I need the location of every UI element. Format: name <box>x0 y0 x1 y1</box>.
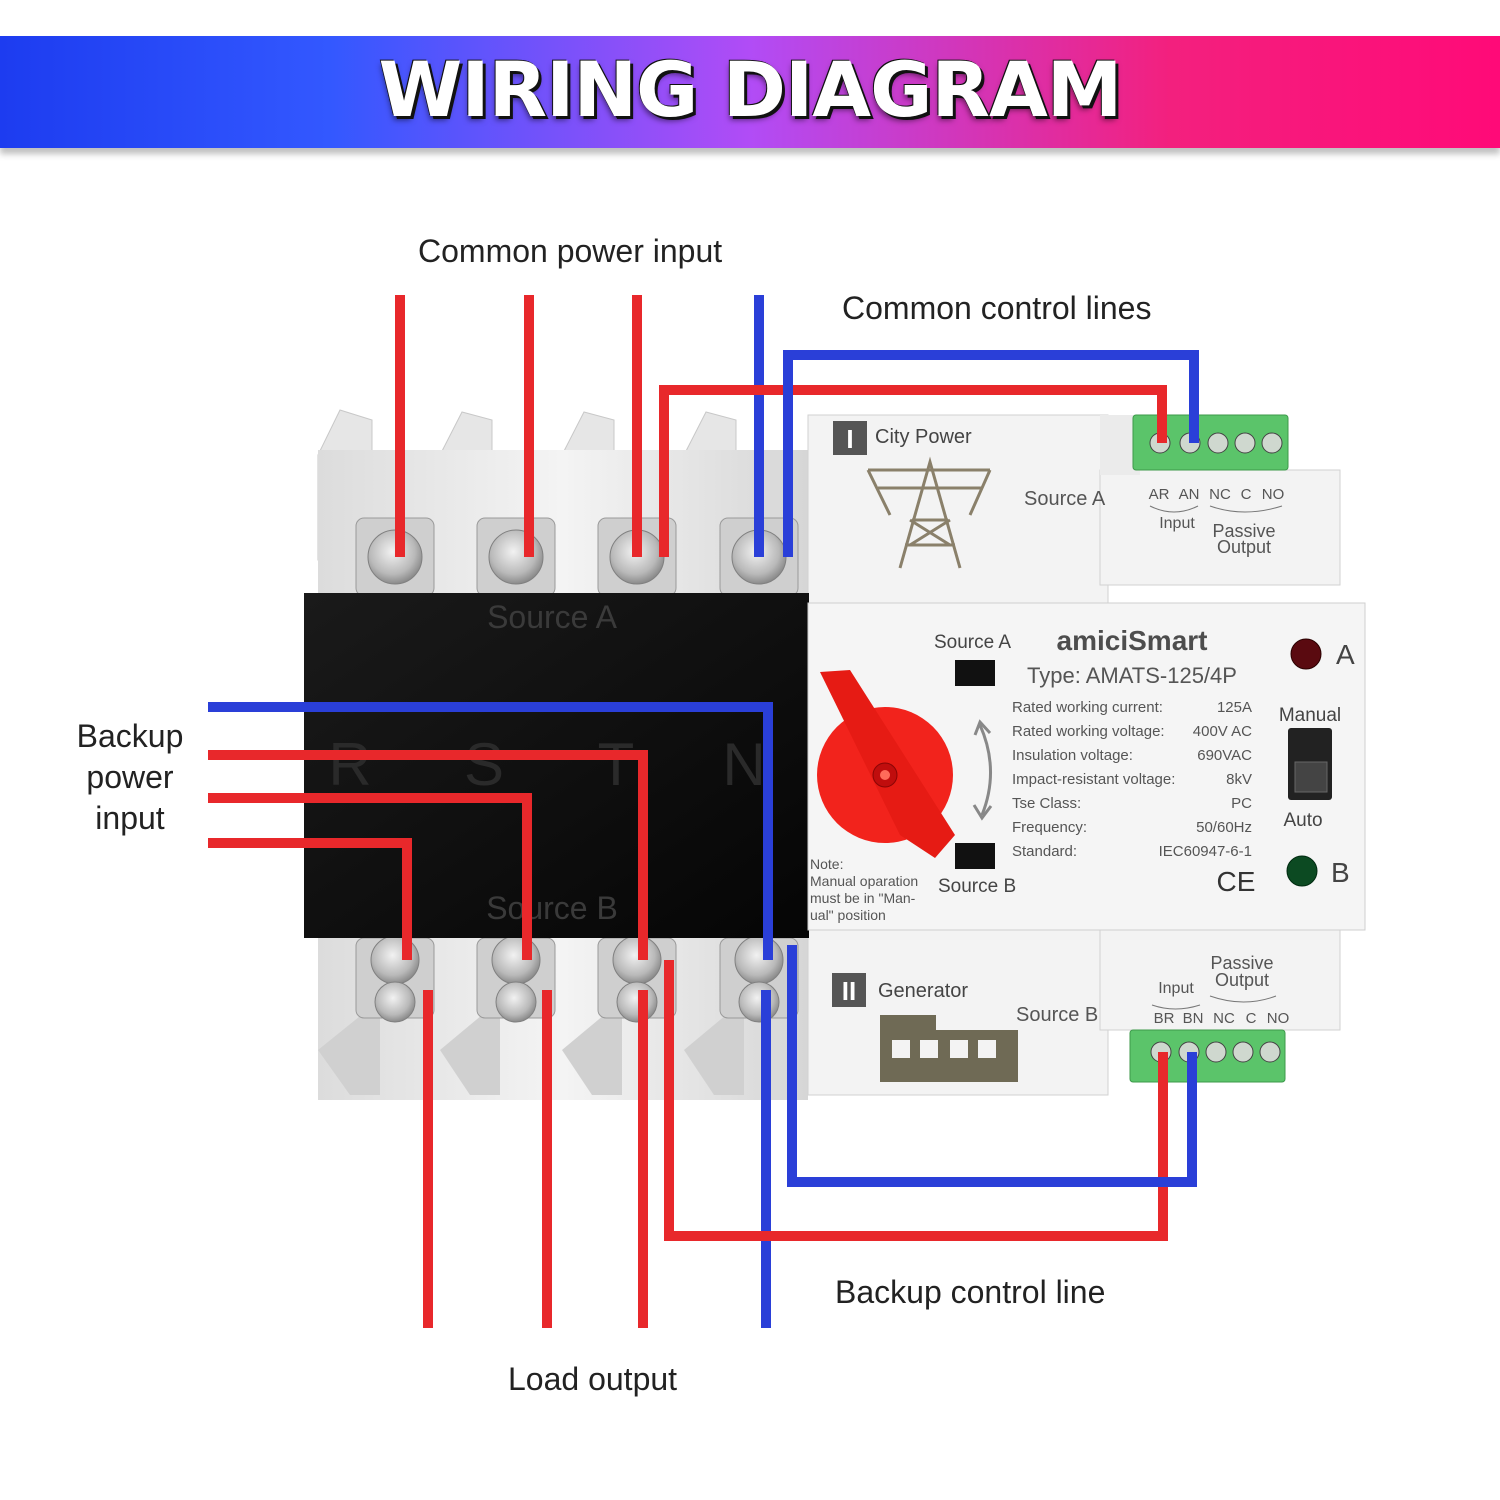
note-line: Note: <box>810 856 843 872</box>
spec-label: Insulation voltage: <box>1012 747 1133 764</box>
auto-label: Auto <box>1283 810 1322 831</box>
callout-line: Backup <box>76 718 184 754</box>
wire-common-control-an <box>783 350 1199 557</box>
module-numeral: I <box>846 424 853 454</box>
terminal-label: BR <box>1154 1010 1175 1027</box>
terminal-label: AN <box>1179 486 1200 503</box>
phase-label: T <box>598 731 635 798</box>
spec-label: Frequency: <box>1012 819 1087 836</box>
wire-backup-control-bn <box>787 945 1197 1187</box>
black-panel: Source A Source B R S T N <box>304 593 809 938</box>
rotary-handle[interactable] <box>817 670 955 858</box>
wire-backup-power-r <box>208 838 412 960</box>
callout-backup-control-line: Backup control line <box>835 1274 1106 1310</box>
power-pylon-icon <box>866 456 992 569</box>
title-banner <box>0 36 1500 148</box>
spec-label: Standard: <box>1012 843 1077 860</box>
note-line: must be in "Man- <box>810 890 916 906</box>
spec-value: 125A <box>1217 699 1252 716</box>
callout-line: power <box>86 759 174 795</box>
front-source-a: Source A <box>934 632 1011 653</box>
spec-value: PC <box>1231 795 1252 812</box>
phase-label: S <box>464 731 504 798</box>
brand-name: amiciSmart <box>1057 625 1208 656</box>
note-line: ual" position <box>810 907 886 923</box>
terminal-label: AR <box>1149 486 1170 503</box>
output-label: Output <box>1215 970 1269 990</box>
bottom-control-module: II Generator Source B Passive Output Inp… <box>807 929 1341 1096</box>
callout-common-control-lines: Common control lines <box>842 290 1152 326</box>
top-control-module: I City Power Source A AR AN NC C NO Inpu… <box>807 414 1341 606</box>
terminal-label: NC <box>1213 1010 1235 1027</box>
black-panel-source-a: Source A <box>487 599 618 635</box>
module-name: City Power <box>875 426 972 448</box>
output-label: Passive <box>1210 953 1273 973</box>
output-label: Output <box>1217 537 1271 557</box>
wire-backup-power-n <box>208 702 773 960</box>
module-source-label: Source A <box>1024 488 1106 510</box>
indicator-b-label: B <box>1331 857 1350 888</box>
module-numeral-box <box>832 973 866 1007</box>
ce-mark: CE <box>1217 866 1256 897</box>
wires <box>208 295 1199 1328</box>
output-label: Passive <box>1212 521 1275 541</box>
terminal-label: C <box>1246 1010 1257 1027</box>
front-panel: Source A Source B amiciSmart Type: AMATS… <box>807 602 1366 931</box>
manual-label: Manual <box>1279 705 1341 726</box>
module-source-label: Source B <box>1016 1004 1098 1026</box>
terminal-label: NC <box>1209 486 1231 503</box>
spec-label: Rated working current: <box>1012 699 1163 716</box>
spec-value: IEC60947-6-1 <box>1159 843 1252 860</box>
note-line: Manual oparation <box>810 873 918 889</box>
wire-common-control-ar <box>659 385 1167 557</box>
callout-load-output: Load output <box>508 1361 678 1397</box>
spec-value: 690VAC <box>1197 747 1252 764</box>
wire-backup-power-t <box>208 750 648 960</box>
terminal-label: NO <box>1267 1010 1290 1027</box>
indicator-b-led <box>1286 855 1318 887</box>
phase-label: R <box>328 731 371 798</box>
source-a-window <box>955 660 995 686</box>
spec-value: 50/60Hz <box>1196 819 1252 836</box>
input-label: Input <box>1159 515 1195 532</box>
spec-value: 8kV <box>1226 771 1252 788</box>
source-b-window <box>955 843 995 869</box>
generator-icon <box>880 1015 1018 1082</box>
wire-backup-control-br <box>664 960 1168 1241</box>
terminal-label: BN <box>1183 1010 1204 1027</box>
input-label: Input <box>1158 980 1194 997</box>
phase-label: N <box>722 731 765 798</box>
indicator-a-label: A <box>1336 639 1355 670</box>
callout-backup-power-input: Backup power input <box>60 716 200 839</box>
callout-common-power-input: Common power input <box>418 233 723 269</box>
spec-value: 400V AC <box>1193 723 1252 740</box>
spec-label: Impact-resistant voltage: <box>1012 771 1175 788</box>
module-numeral: II <box>842 976 856 1006</box>
wire-backup-power-s <box>208 793 532 960</box>
callout-line: input <box>95 800 165 836</box>
black-panel-source-b: Source B <box>486 890 618 926</box>
spec-label: Tse Class: <box>1012 795 1081 812</box>
device-type: Type: AMATS-125/4P <box>1027 663 1237 688</box>
rotation-arrow-icon <box>978 724 992 816</box>
module-name: Generator <box>878 980 968 1002</box>
page-title: WIRING DIAGRAM <box>378 45 1123 134</box>
terminal-label: NO <box>1262 486 1285 503</box>
spec-table: Rated working current: 125A Rated workin… <box>1012 699 1252 860</box>
indicator-a-led <box>1290 638 1322 670</box>
module-numeral-box <box>833 421 867 455</box>
spec-label: Rated working voltage: <box>1012 723 1165 740</box>
terminal-label: C <box>1241 486 1252 503</box>
front-source-b: Source B <box>938 876 1016 897</box>
